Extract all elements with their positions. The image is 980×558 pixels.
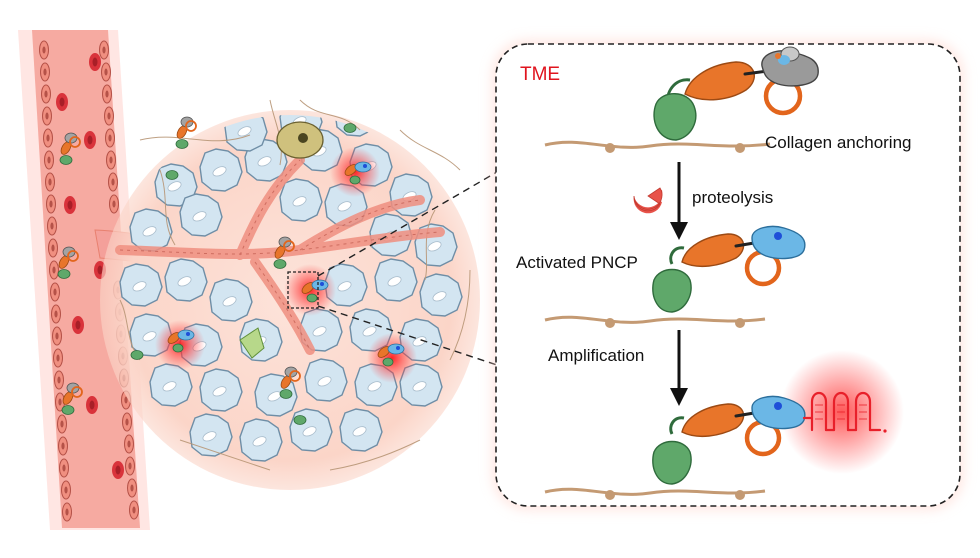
stage-amplification — [544, 350, 904, 500]
label-collagen-anchoring: Collagen anchoring — [765, 133, 912, 152]
label-amplification: Amplification — [548, 346, 644, 365]
hairpin-signal-icon — [802, 391, 882, 432]
arrow-amplification — [670, 330, 688, 406]
protease-pacman-icon — [633, 187, 663, 212]
arrow-proteolysis — [670, 162, 688, 240]
collagen-strand — [544, 140, 771, 149]
stage-collagen-anchoring: Collagen anchoring — [544, 46, 912, 153]
collagen-binding-domain — [653, 93, 697, 141]
active-domain — [751, 225, 806, 260]
immune-cell — [239, 327, 265, 359]
label-activated: Activated PNCP — [516, 253, 638, 272]
stage-activated: Activated PNCP — [516, 225, 806, 328]
tme-title: TME — [520, 64, 560, 85]
tme-panel: TME Collagen anchoring proteolysis — [492, 40, 964, 510]
zoom-connectors — [317, 171, 498, 366]
masking-domain — [761, 50, 819, 87]
zoom-region — [287, 271, 319, 309]
tumor-tissue — [100, 99, 480, 490]
label-proteolysis: proteolysis — [692, 188, 773, 207]
